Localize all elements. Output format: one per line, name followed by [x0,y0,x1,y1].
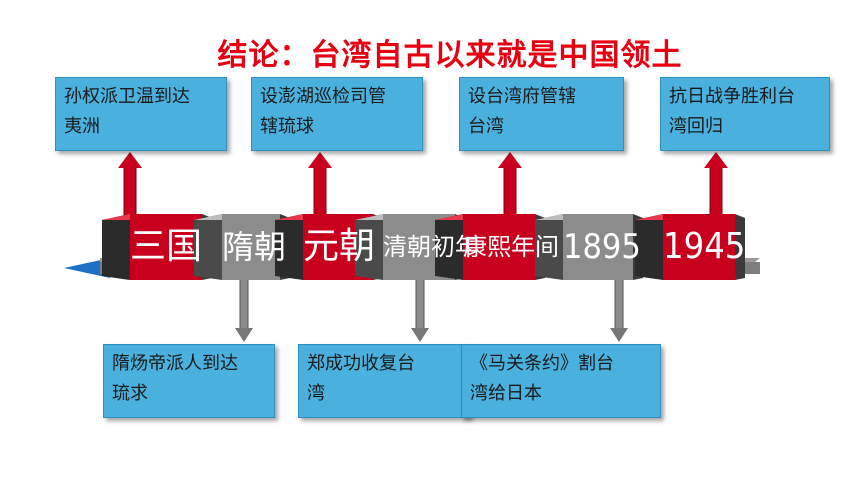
event-text-line: 湾给日本 [470,383,542,404]
era-cube-front [222,214,280,280]
event-text-line: 《马关条约》割台 [470,353,614,374]
era-label: 清朝初年 [383,233,479,261]
down-arrow-head [235,328,253,342]
event-text-line: 琉求 [112,383,148,404]
top-event-box: 抗日战争胜利台湾回归 [660,77,830,151]
up-arrow-head [308,152,332,168]
up-arrow-shaft [503,165,517,219]
top-event-box: 设台湾府管辖台湾 [459,77,624,151]
event-text-line: 夷洲 [64,116,100,137]
up-arrow-head [704,152,728,168]
event-text-line: 抗日战争胜利台 [669,86,795,107]
era-label: 1945 [663,226,746,267]
event-text-line: 台湾 [468,116,504,137]
event-text-line: 孙权派卫温到达 [64,86,190,107]
down-arrow-head [610,328,628,342]
era-label: 元朝 [303,226,376,267]
top-event-box: 孙权派卫温到达夷洲 [55,77,227,151]
era-cube-front [563,214,633,280]
era-cube-side [194,214,222,280]
era-label: 康熙年间 [463,233,559,261]
era-cube-front [130,214,202,280]
down-arrow-shaft [239,277,249,331]
era-cube-front [463,214,535,280]
bottom-event-box: 郑成功收复台湾 [298,344,470,418]
era-cube-side [435,214,463,280]
event-text-line: 郑成功收复台 [307,353,415,374]
top-event-box: 设澎湖巡检司管辖琉球 [251,77,423,151]
event-text-line: 湾回归 [669,116,723,137]
bottom-event-box: 《马关条约》割台湾给日本 [461,344,661,418]
up-arrow-shaft [709,165,723,219]
timeline-base-edge [64,258,110,278]
era-cube-side [355,214,383,280]
down-arrow-head [411,328,429,342]
era-cube-side [635,214,663,280]
up-arrow-shaft [313,165,327,219]
up-arrow-shaft [123,165,137,219]
event-text-line: 辖琉球 [260,116,314,137]
event-text-line: 隋炀帝派人到达 [112,353,238,374]
era-cube-side [535,214,563,280]
era-cube-side [275,214,303,280]
era-label: 1895 [563,227,641,267]
bottom-event-box: 隋炀帝派人到达琉求 [103,344,275,418]
event-text-line: 设台湾府管辖 [468,86,576,107]
era-label: 隋朝 [222,228,287,266]
event-text-line: 设澎湖巡检司管 [260,86,386,107]
down-arrow-shaft [614,277,624,331]
era-cube-right [735,214,745,280]
page-title: 结论：台湾自古以来就是中国领土 [217,38,683,73]
era-label: 三国 [130,226,203,267]
up-arrow-head [498,152,522,168]
up-arrow-head [118,152,142,168]
down-arrow-shaft [415,277,425,331]
event-text-line: 湾 [307,383,325,404]
era-cube-side [102,214,130,280]
era-cube-front [663,214,735,280]
